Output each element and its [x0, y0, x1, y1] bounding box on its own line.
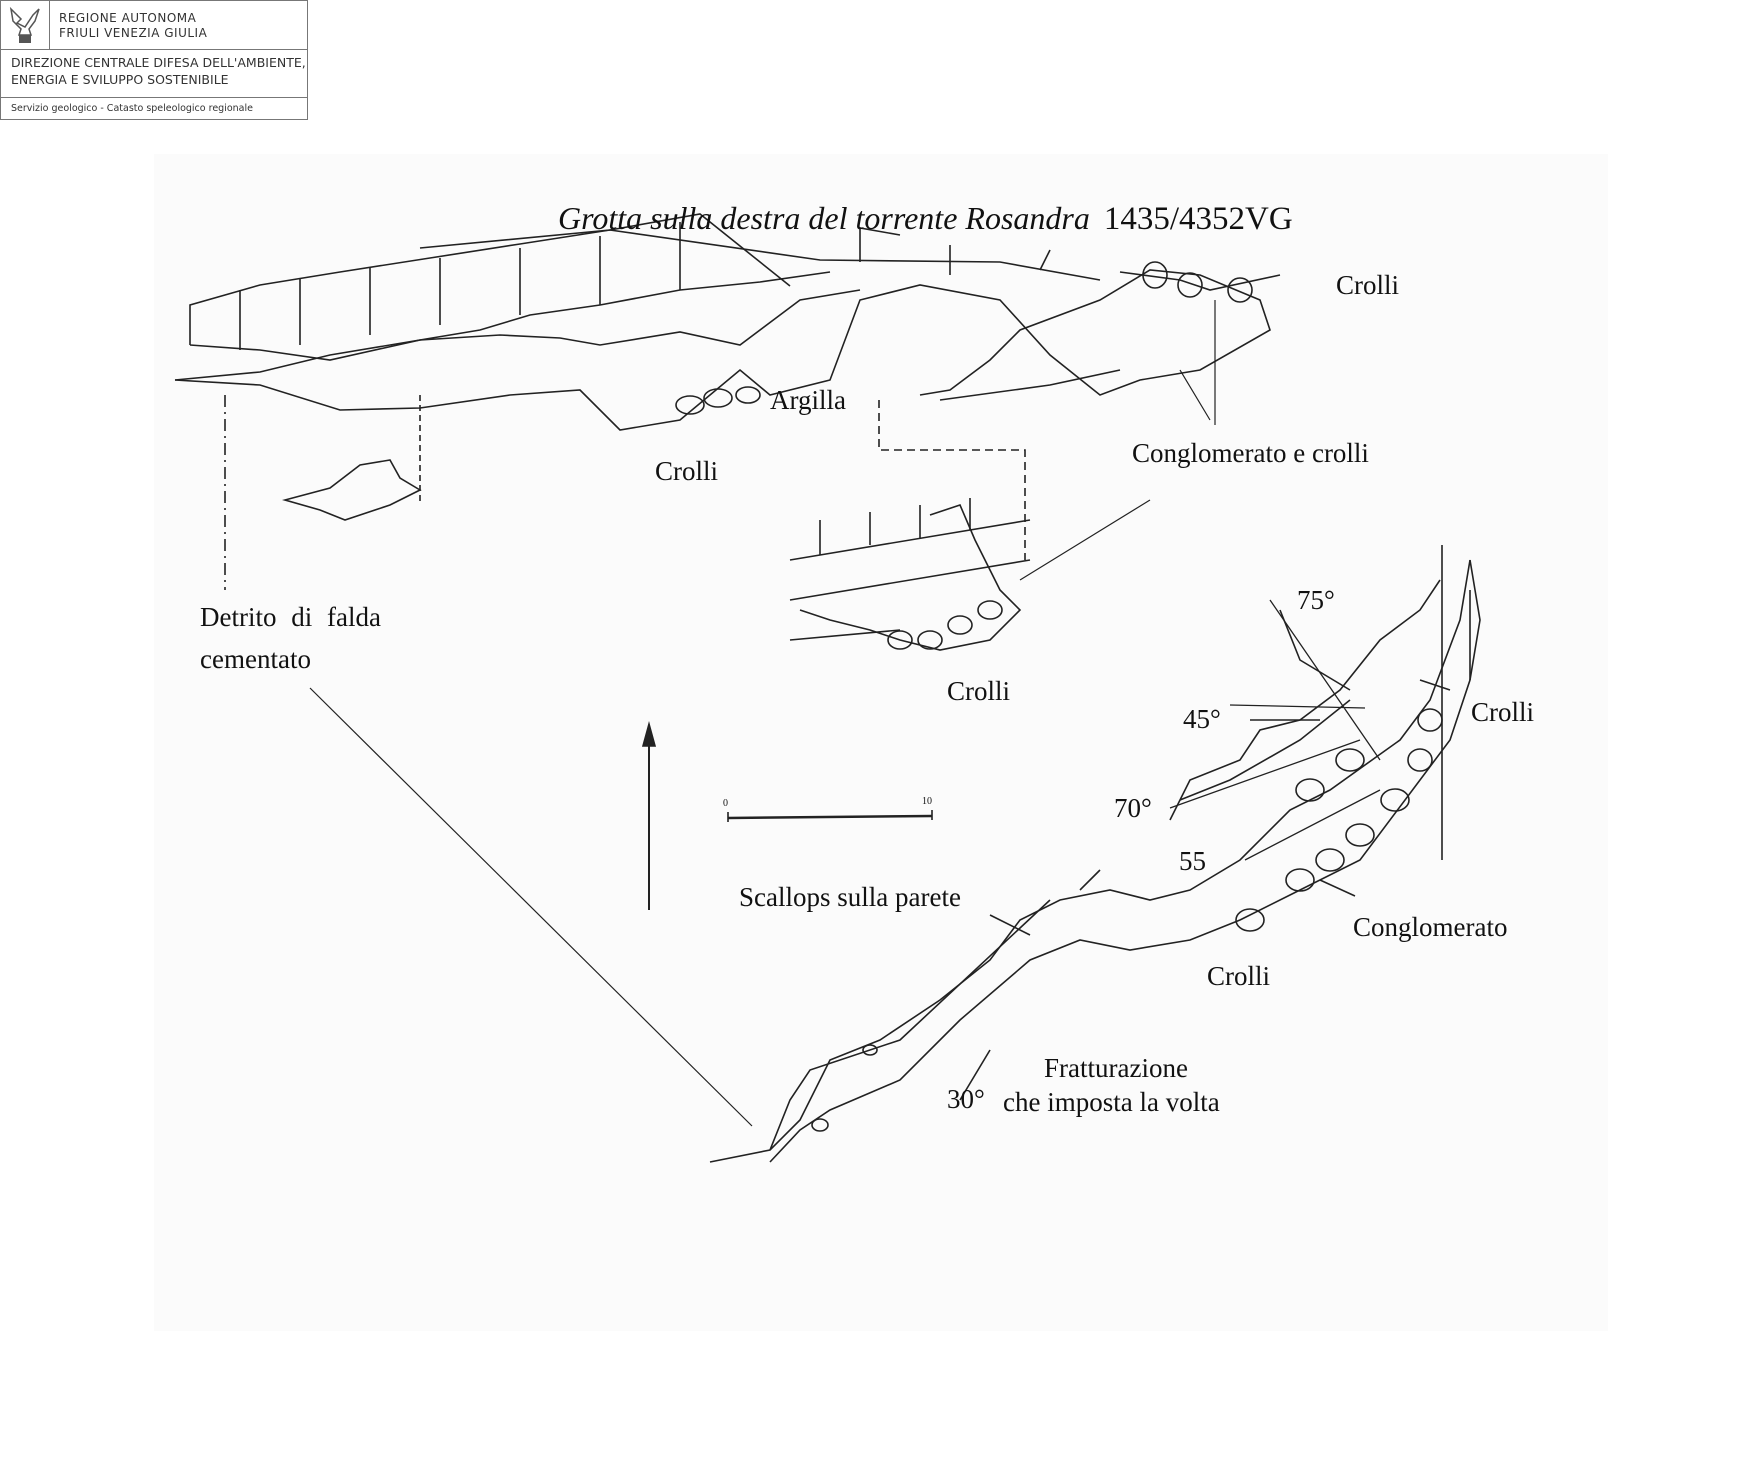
label-angle-30: 30° [947, 1084, 985, 1114]
scale-end: 10 [922, 796, 932, 807]
north-arrow-icon [641, 720, 657, 910]
survey-title: Grotta sulla destra del torrente Rosandr… [558, 200, 1293, 237]
cave-section-profile [174, 261, 1281, 590]
scale-bar [727, 810, 933, 822]
label-crolli: Crolli [947, 676, 1011, 706]
eagle-logo-icon [9, 6, 40, 43]
rock-strata [189, 213, 1101, 361]
label-crolli: Crolli [655, 456, 719, 486]
label-scallops: Scallops sulla parete [739, 882, 961, 912]
directorate-name: DIREZIONE CENTRALE DIFESA DELL'AMBIENTE,… [11, 55, 306, 87]
region-name: REGIONE AUTONOMA FRIULI VENEZIA GIULIA [59, 11, 208, 40]
label-crolli: Crolli [1207, 961, 1271, 991]
label-angle-75: 75° [1297, 585, 1335, 615]
cave-plan-view [709, 545, 1481, 1163]
scale-start: 0 [723, 798, 728, 809]
leader-line [309, 687, 753, 1127]
survey-sheet [154, 154, 1608, 1331]
label-detrito: Detrito di falda [200, 602, 381, 632]
label-crolli: Crolli [1336, 270, 1400, 300]
label-crolli: Crolli [1471, 697, 1535, 727]
cave-cross-section [789, 498, 1151, 651]
service-name: Servizio geologico - Catasto speleologic… [11, 103, 253, 114]
label-conglomerato: Conglomerato [1353, 912, 1508, 942]
label-cementato: cementato [200, 644, 311, 674]
label-angle-45: 45° [1183, 704, 1221, 734]
label-angle-55: 55 [1179, 846, 1206, 876]
label-argilla: Argilla [770, 385, 846, 415]
label-imposta-volta: che imposta la volta [1003, 1087, 1220, 1117]
institution-header: REGIONE AUTONOMA FRIULI VENEZIA GIULIA D… [0, 0, 308, 120]
label-conglomerato-e-crolli: Conglomerato e crolli [1132, 438, 1369, 468]
label-fratturazione: Fratturazione [1044, 1053, 1188, 1083]
label-angle-70: 70° [1114, 793, 1152, 823]
